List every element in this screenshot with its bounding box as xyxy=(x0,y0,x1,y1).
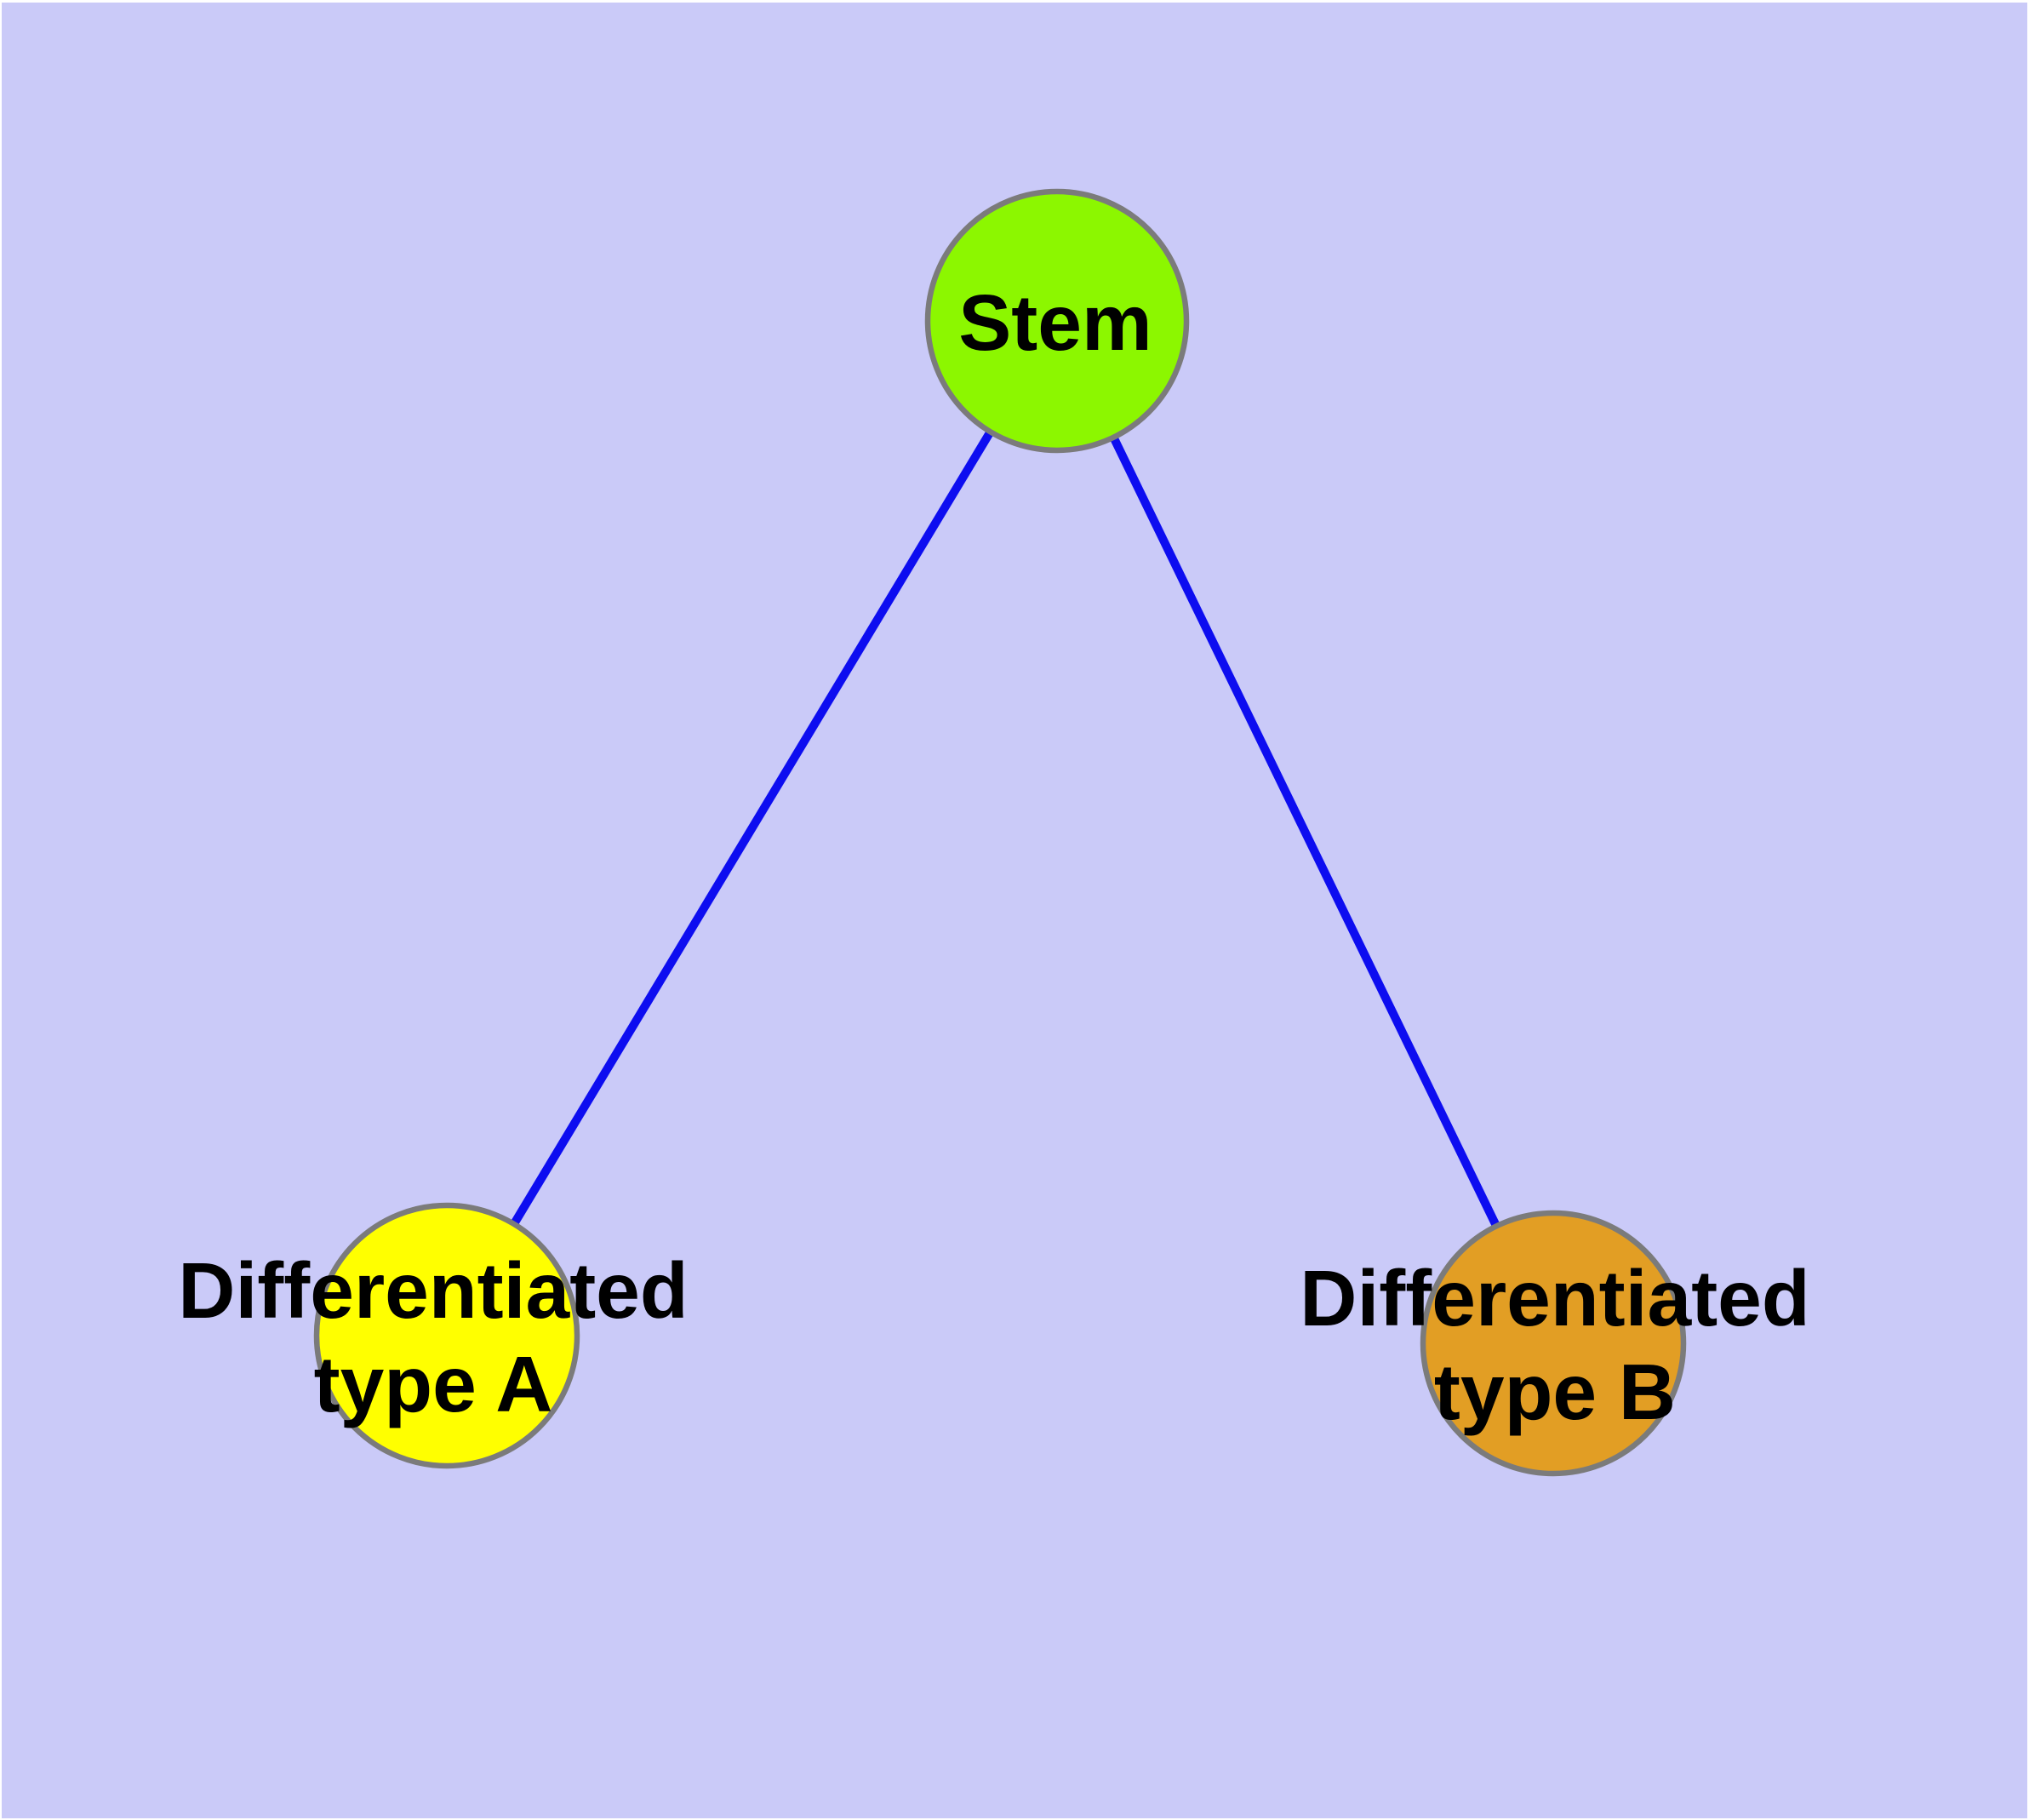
edge-stem-to-type-b xyxy=(1053,318,1557,1346)
edge-stem-to-type-a xyxy=(443,318,1061,1338)
node-stem xyxy=(924,188,1190,454)
node-type-b-label-line1: Differentiated xyxy=(1300,1254,1809,1342)
node-type-a-label-line2: type A xyxy=(314,1340,553,1428)
node-stem-label: Stem xyxy=(958,278,1152,367)
node-differentiated-type-b xyxy=(1420,1210,1687,1477)
graph-canvas: Stem Differentiated type A Differentiate… xyxy=(2,3,2027,1818)
node-type-a-label-line1: Differentiated xyxy=(178,1246,688,1335)
node-differentiated-type-a xyxy=(313,1202,580,1469)
node-type-b-label-line2: type B xyxy=(1434,1348,1676,1436)
